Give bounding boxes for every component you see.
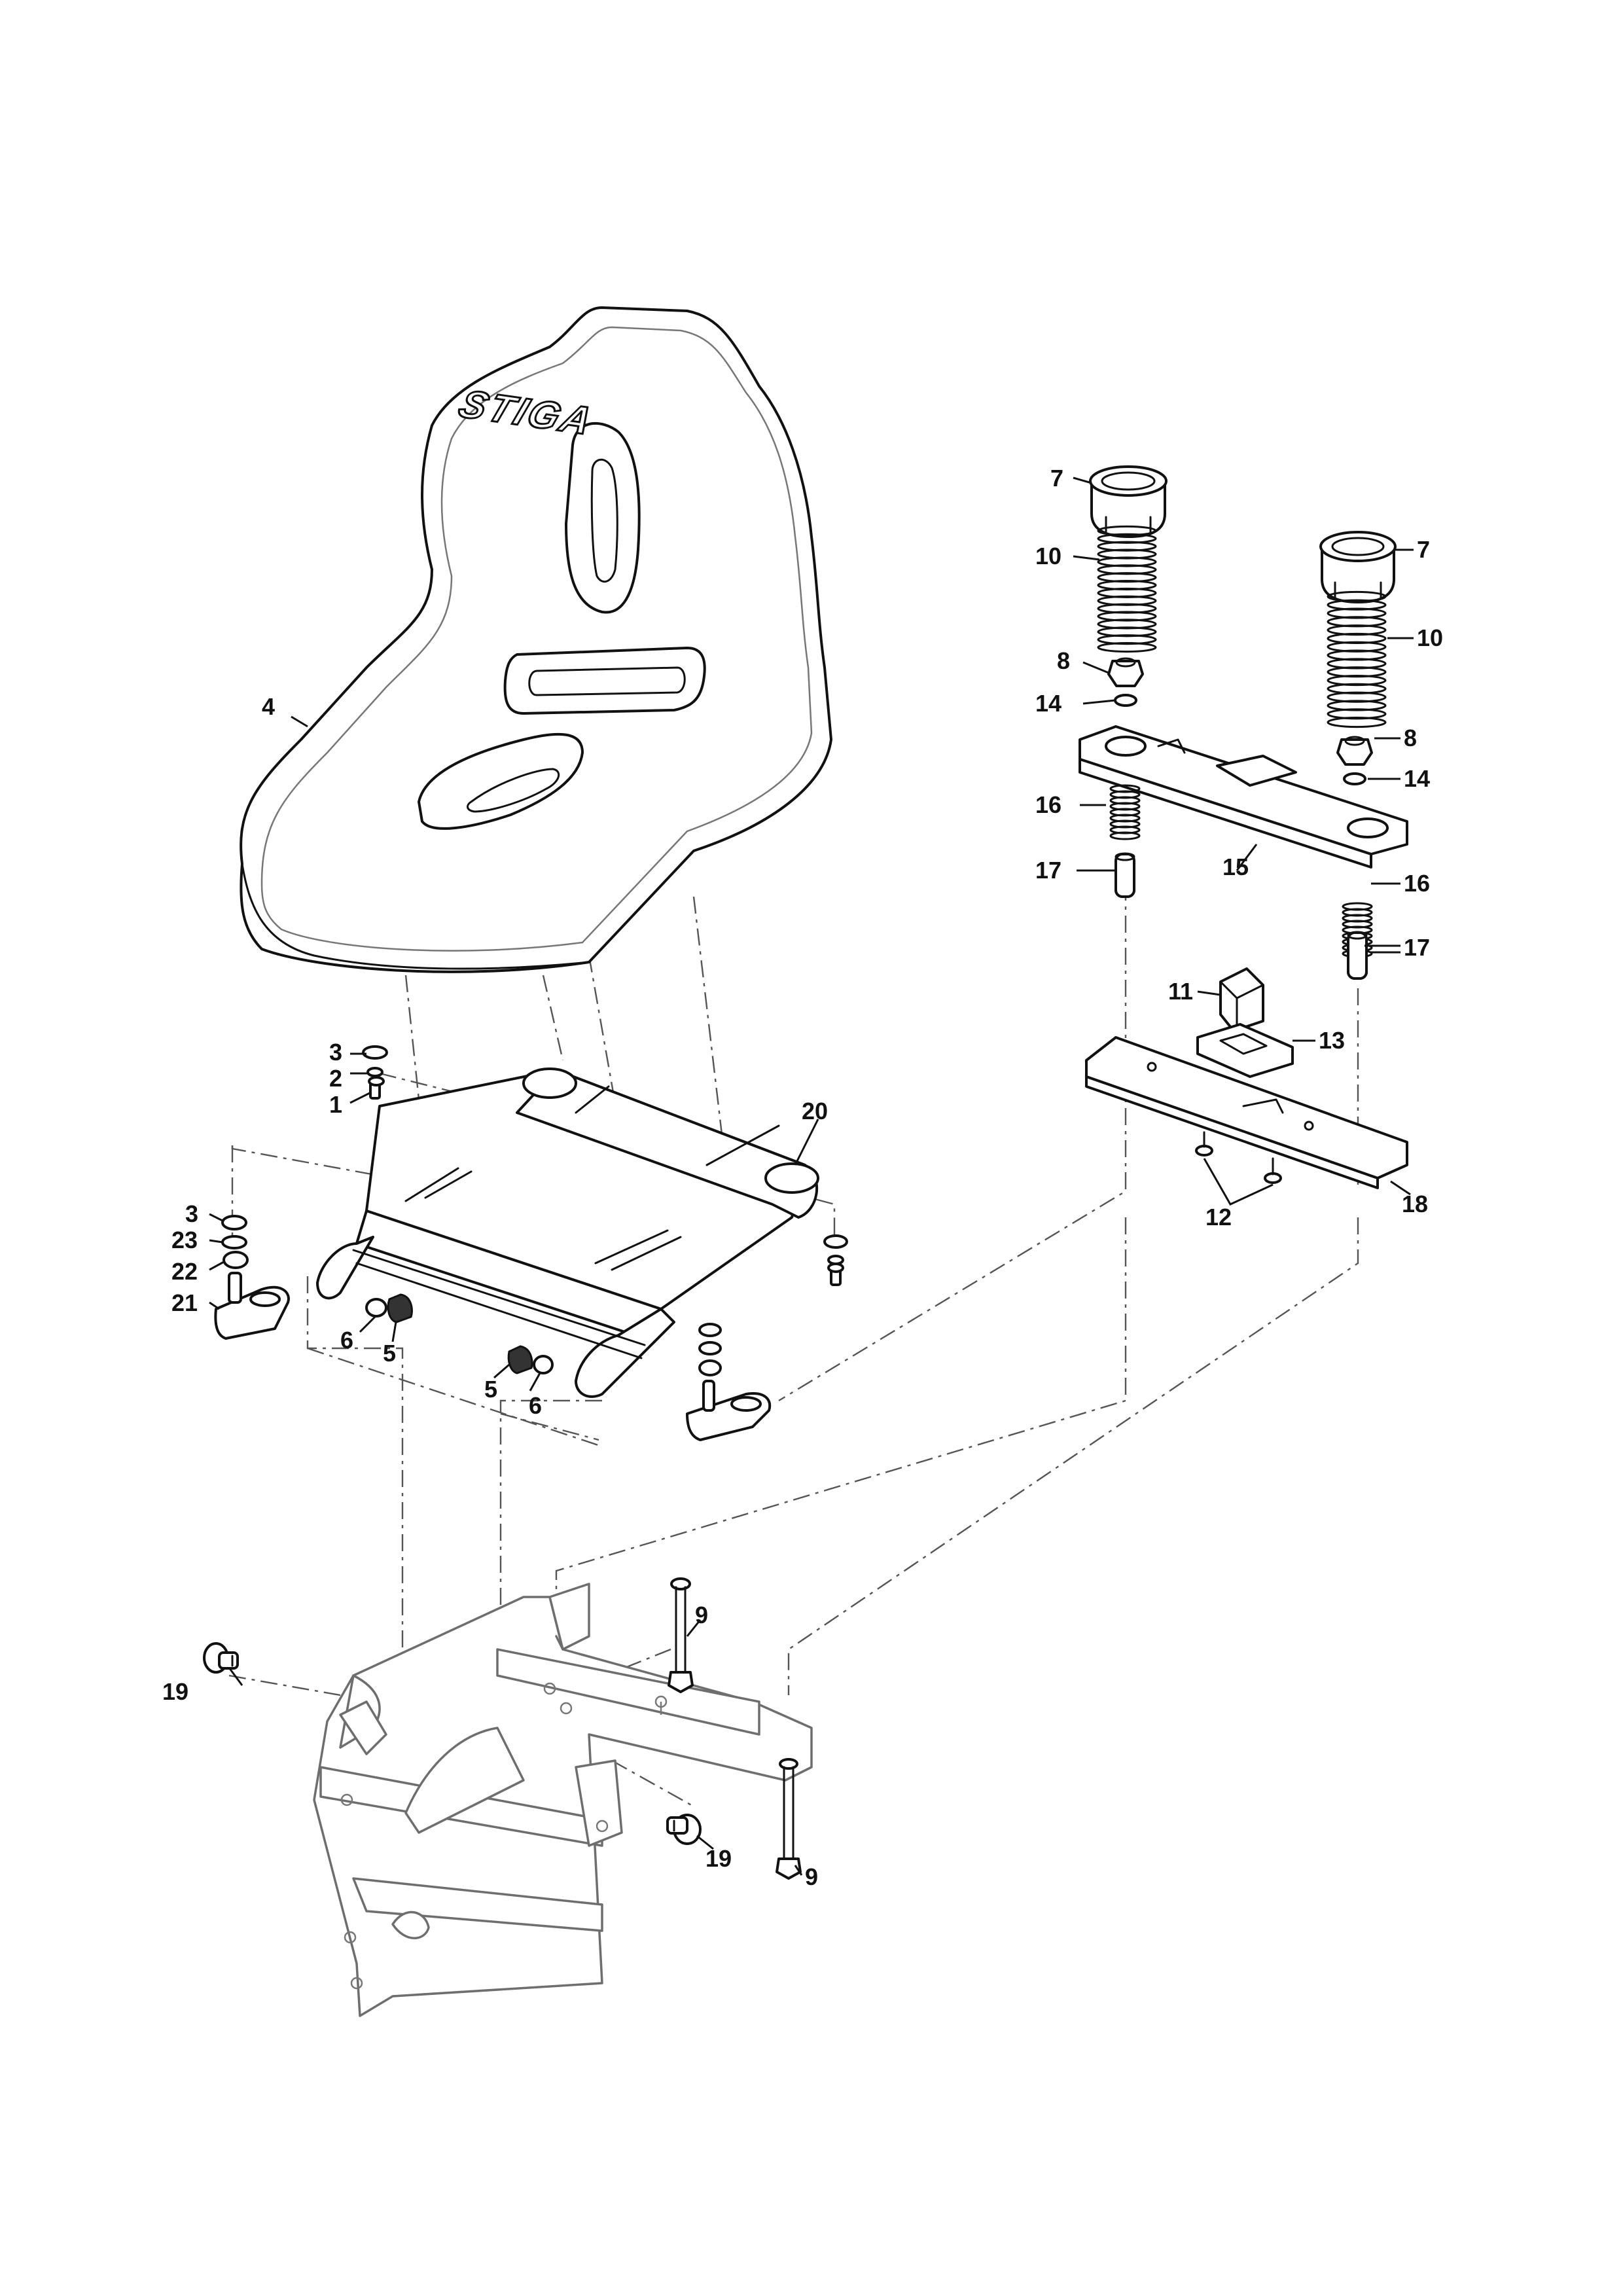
spring-cap-right-part-7 (1319, 531, 1397, 603)
upper-bracket-part-15 (1079, 725, 1408, 869)
callout-3: 3 (185, 1200, 198, 1227)
callout-5: 5 (383, 1340, 396, 1367)
latch-lever-left-part-21 (214, 1215, 290, 1340)
callout-19: 19 (705, 1845, 732, 1872)
knob-left-part-19 (203, 1642, 239, 1674)
switch-holder-part-13 (1196, 1023, 1294, 1078)
spring-right-part-10 (1327, 590, 1387, 728)
callout-13: 13 (1319, 1027, 1345, 1054)
nut-washer-parts-8-14 (1107, 657, 1373, 785)
callout-22: 22 (171, 1258, 198, 1285)
callout-14: 14 (1035, 690, 1061, 717)
callout-2: 2 (329, 1065, 342, 1092)
callout-9: 9 (695, 1602, 708, 1628)
pin-top (1115, 852, 1135, 861)
callout-11: 11 (1168, 978, 1193, 1005)
spring-coil (1327, 717, 1387, 728)
callout-17: 17 (1035, 857, 1061, 884)
callout-21: 21 (171, 1289, 198, 1316)
screws-part-12 (1195, 1131, 1282, 1184)
pin-top (1347, 931, 1368, 940)
chassis-frame (313, 1583, 813, 2017)
bushings-parts-5-6 (365, 1293, 554, 1374)
callout-10: 10 (1035, 543, 1061, 569)
callout-4: 4 (262, 693, 275, 720)
seat-part-4: STIGA (240, 306, 832, 973)
seat-switch-part-11 (1219, 967, 1264, 1032)
bolt-upper-part-9 (668, 1577, 694, 1693)
callout-17: 17 (1404, 934, 1430, 961)
callout-8: 8 (1404, 725, 1417, 751)
spring-left-part-10 (1097, 525, 1157, 653)
callout-23: 23 (171, 1227, 198, 1253)
spring-cap-left-part-7 (1089, 465, 1168, 538)
callout-20: 20 (802, 1098, 828, 1124)
callout-7: 7 (1417, 536, 1430, 563)
callout-9: 9 (805, 1863, 818, 1890)
callout-leaders (209, 476, 1414, 1876)
callout-8: 8 (1057, 647, 1070, 674)
callout-18: 18 (1402, 1191, 1428, 1217)
callout-16: 16 (1035, 791, 1061, 818)
callout-14: 14 (1404, 765, 1430, 792)
callout-3: 3 (329, 1039, 342, 1066)
seat-plate-part-20 (316, 1067, 819, 1398)
latch-lever-right-part-21 (686, 1323, 772, 1441)
callout-10: 10 (1417, 624, 1443, 651)
callout-12: 12 (1205, 1204, 1232, 1230)
buffers-parts-16-17 (1109, 784, 1373, 980)
callout-5: 5 (484, 1376, 497, 1403)
spring-coil (1097, 642, 1157, 653)
knob-right-part-19 (666, 1814, 702, 1845)
callout-7: 7 (1050, 465, 1063, 492)
callout-1: 1 (329, 1091, 342, 1118)
callout-labels: 4 3 2 1 3 23 22 21 6 5 5 6 20 7 7 10 10 … (162, 465, 1443, 1890)
bolt-lower-part-9 (776, 1758, 802, 1880)
callout-6: 6 (529, 1392, 542, 1419)
callout-15: 15 (1222, 853, 1249, 880)
callout-16: 16 (1404, 870, 1430, 897)
washers-screws-parts-1-2-3 (362, 1045, 848, 1286)
callout-19: 19 (162, 1678, 188, 1705)
callout-6: 6 (340, 1327, 353, 1354)
buffer-coil (1109, 831, 1141, 840)
lower-bracket-part-18 (1085, 1036, 1408, 1189)
